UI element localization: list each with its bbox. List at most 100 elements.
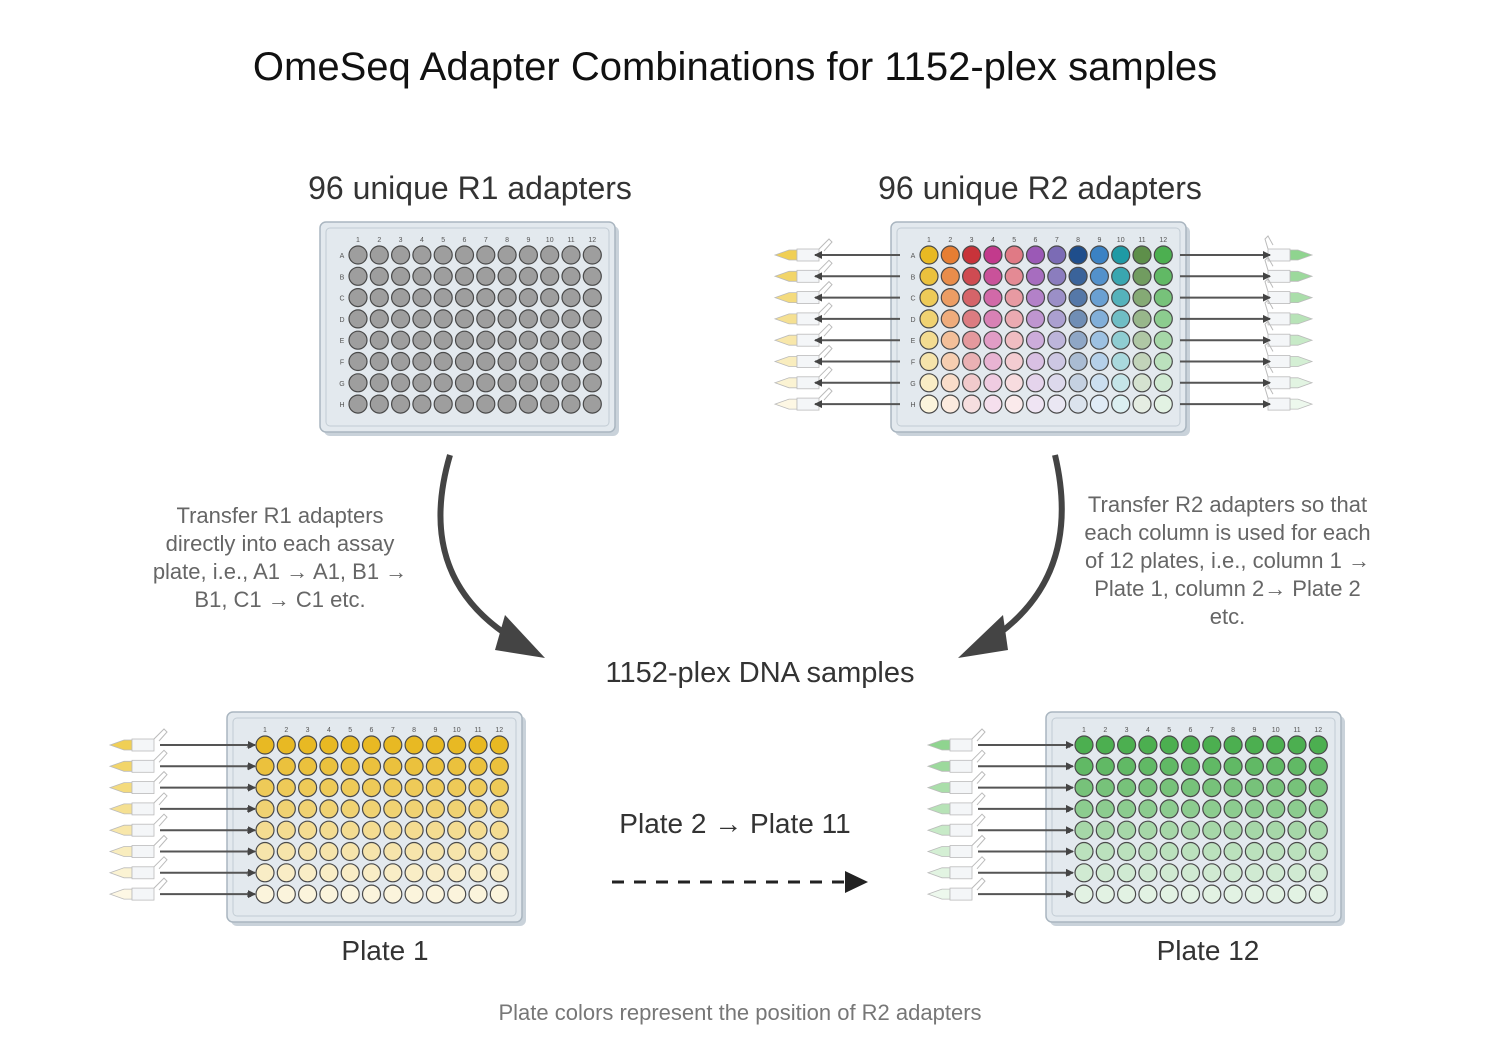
well-H7: [1202, 884, 1222, 904]
well-A9: [518, 245, 539, 265]
well-D7: [1202, 799, 1222, 819]
well-B10: [1111, 266, 1131, 286]
well-F3: [298, 841, 318, 862]
well-H1: [919, 394, 939, 414]
row-label: A: [340, 253, 345, 260]
column-label: 9: [1252, 727, 1256, 734]
row-label: H: [339, 402, 344, 409]
well-A12: [582, 245, 602, 265]
well-A5: [1159, 735, 1179, 755]
well-B4: [983, 266, 1003, 286]
well-F8: [1223, 841, 1243, 862]
plate12-label: Plate 12: [1156, 935, 1260, 966]
well-D5: [1004, 309, 1024, 329]
well-B8: [1223, 756, 1243, 776]
pipette-tube-icon: [1264, 362, 1314, 390]
pipette-tube-icon: [108, 728, 168, 752]
well-E2: [1095, 820, 1115, 840]
well-B4: [412, 266, 432, 286]
well-H1: [348, 394, 368, 414]
column-label: 3: [306, 727, 310, 734]
well-B10: [540, 266, 560, 286]
well-C4: [1138, 777, 1158, 798]
well-C12: [489, 777, 509, 798]
well-G3: [961, 373, 982, 393]
well-E2: [369, 330, 389, 350]
well-A12: [489, 735, 509, 755]
well-C8: [1223, 777, 1243, 798]
well-A4: [319, 735, 339, 755]
well-C12: [1153, 288, 1173, 308]
well-G1: [348, 373, 368, 393]
well-H8: [404, 884, 424, 904]
well-F6: [1025, 351, 1046, 372]
well-D1: [255, 799, 275, 819]
well-F1: [348, 351, 368, 372]
column-label: 1: [1082, 727, 1086, 734]
well-G9: [518, 373, 539, 393]
well-D12: [489, 799, 509, 819]
well-F4: [983, 351, 1003, 372]
well-B3: [1116, 756, 1137, 776]
column-label: 9: [433, 727, 437, 734]
well-D10: [447, 799, 467, 819]
well-D4: [319, 799, 339, 819]
pipette-tube-icon: [108, 877, 168, 901]
well-F6: [454, 351, 475, 372]
well-C9: [1244, 777, 1265, 798]
well-B7: [1202, 756, 1222, 776]
well-B3: [298, 756, 318, 776]
well-A1: [919, 245, 939, 265]
well-C5: [433, 288, 453, 308]
well-F5: [340, 841, 360, 862]
well-F8: [1068, 351, 1088, 372]
column-label: 8: [505, 237, 509, 244]
well-H4: [319, 884, 339, 904]
well-C2: [369, 288, 389, 308]
well-F3: [1116, 841, 1137, 862]
well-H9: [1244, 884, 1265, 904]
well-H6: [1025, 394, 1046, 414]
well-D8: [497, 309, 517, 329]
well-F10: [540, 351, 560, 372]
well-C4: [319, 777, 339, 798]
well-A1: [348, 245, 368, 265]
pipette-tube-icon: [773, 323, 833, 347]
well-A3: [1116, 735, 1137, 755]
well-F2: [276, 841, 296, 862]
pipette-tube-icon: [926, 834, 986, 858]
well-C11: [561, 288, 581, 308]
well-B9: [1244, 756, 1265, 776]
pipette-tube-icon: [773, 366, 833, 390]
well-D12: [1308, 799, 1328, 819]
well-E4: [983, 330, 1003, 350]
column-label: 8: [412, 727, 416, 734]
well-C7: [476, 288, 496, 308]
well-C3: [961, 288, 982, 308]
well-C2: [940, 288, 960, 308]
well-D7: [1047, 309, 1067, 329]
well-G3: [298, 863, 318, 883]
well-H11: [561, 394, 581, 414]
well-G12: [582, 373, 602, 393]
well-G9: [1089, 373, 1110, 393]
well-A11: [561, 245, 581, 265]
well-A3: [298, 735, 318, 755]
well-B9: [518, 266, 539, 286]
well-C10: [1111, 288, 1131, 308]
well-H2: [276, 884, 296, 904]
well-H6: [454, 394, 475, 414]
well-E11: [1132, 330, 1152, 350]
well-D12: [582, 309, 602, 329]
well-C6: [1180, 777, 1201, 798]
well-A6: [1025, 245, 1046, 265]
well-G5: [1004, 373, 1024, 393]
well-H5: [1004, 394, 1024, 414]
well-E12: [1308, 820, 1328, 840]
well-E12: [489, 820, 509, 840]
well-G5: [1159, 863, 1179, 883]
well-F5: [1159, 841, 1179, 862]
well-G6: [1180, 863, 1201, 883]
well-E11: [561, 330, 581, 350]
